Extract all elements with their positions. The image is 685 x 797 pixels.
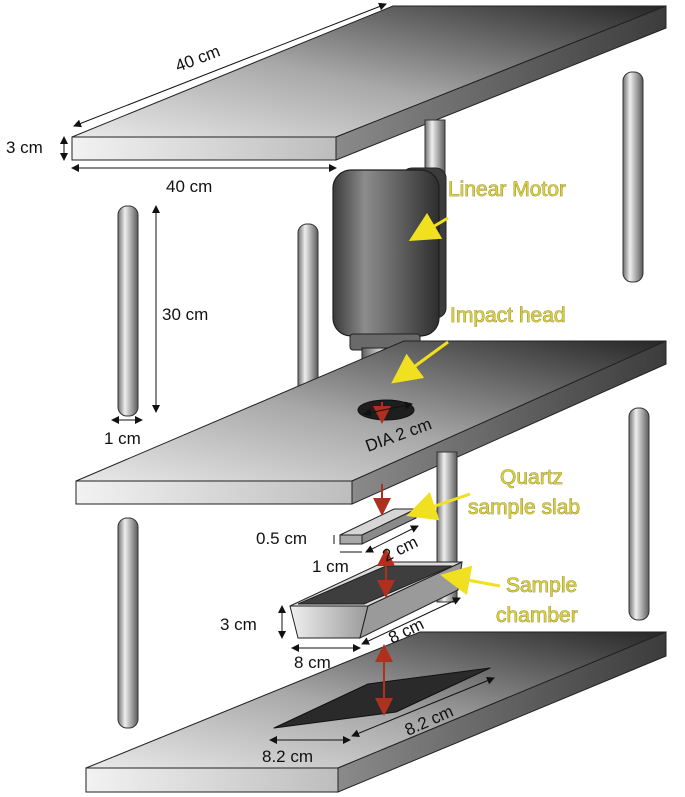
label-slab-width: 1 cm: [312, 557, 349, 576]
back-rod-middle-right: [628, 407, 650, 621]
impact-hole: [357, 399, 415, 421]
rod-left: [117, 205, 139, 417]
callout-arrow-slab: [406, 491, 471, 521]
dim-line-chamber-length: [361, 597, 461, 645]
callout-arrow-head: [391, 340, 449, 384]
label-chamber-height: 3 cm: [220, 615, 257, 634]
label-rod-height: 30 cm: [162, 305, 208, 324]
top-plate: [71, 5, 667, 161]
dim-line-top-length: [73, 2, 387, 128]
callout-arrow-chamber: [440, 565, 501, 596]
dim-line-recess-length: [351, 676, 495, 738]
label-chamber-width: 8 cm: [294, 653, 331, 672]
callout-quartz-line2: sample slab: [468, 496, 580, 519]
label-top-width: 40 cm: [166, 177, 212, 196]
callout-impact-head: Impact head: [450, 304, 566, 327]
label-rod-diameter: 1 cm: [104, 429, 141, 448]
linear-motor: [332, 167, 447, 351]
label-recess-width: 8.2 cm: [262, 747, 313, 766]
back-rod-top-right: [622, 71, 644, 283]
middle-plate: [75, 340, 667, 505]
label-slab-thickness: 0.5 cm: [256, 529, 307, 548]
bottom-plate: [85, 631, 667, 793]
callout-quartz-line1: Quartz: [500, 466, 563, 489]
label-plate-thickness: 3 cm: [6, 138, 43, 157]
dim-line-head-diameter: [363, 401, 413, 417]
dim-line-slab-length: [365, 525, 419, 553]
label-slab-length: 2 cm: [379, 532, 420, 565]
callout-chamber-line1: Sample: [506, 574, 577, 597]
rod-lower-left: [117, 517, 139, 729]
callout-arrow-motor: [408, 212, 449, 242]
callout-linear-motor: Linear Motor: [448, 178, 566, 201]
callout-chamber-line2: chamber: [496, 604, 578, 627]
